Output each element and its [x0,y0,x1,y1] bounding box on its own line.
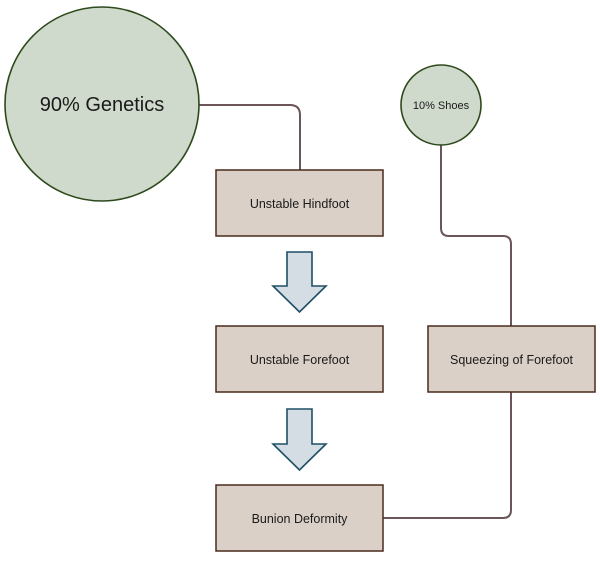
genetics-node: 90% Genetics [4,6,200,202]
shoes-label: 10% Shoes [413,100,470,112]
genetics-label: 90% Genetics [40,94,165,116]
connector-squeezing-to-bunion [383,392,512,519]
unstable-forefoot-label: Unstable Forefoot [250,353,350,367]
down-arrow-icon [271,408,328,472]
squeezing-forefoot-node: Squeezing of Forefoot [427,325,596,393]
shoes-node: 10% Shoes [400,64,482,146]
down-arrow-icon [271,251,328,314]
unstable-hindfoot-node: Unstable Hindfoot [215,169,384,237]
squeezing-forefoot-label: Squeezing of Forefoot [450,353,574,367]
unstable-forefoot-node: Unstable Forefoot [215,325,384,393]
bunion-deformity-node: Bunion Deformity [215,484,384,552]
unstable-hindfoot-label: Unstable Hindfoot [250,197,350,211]
bunion-deformity-label: Bunion Deformity [252,512,349,526]
connector-genetics-to-hindfoot [198,104,301,170]
connector-shoes-to-squeezing [440,145,512,326]
